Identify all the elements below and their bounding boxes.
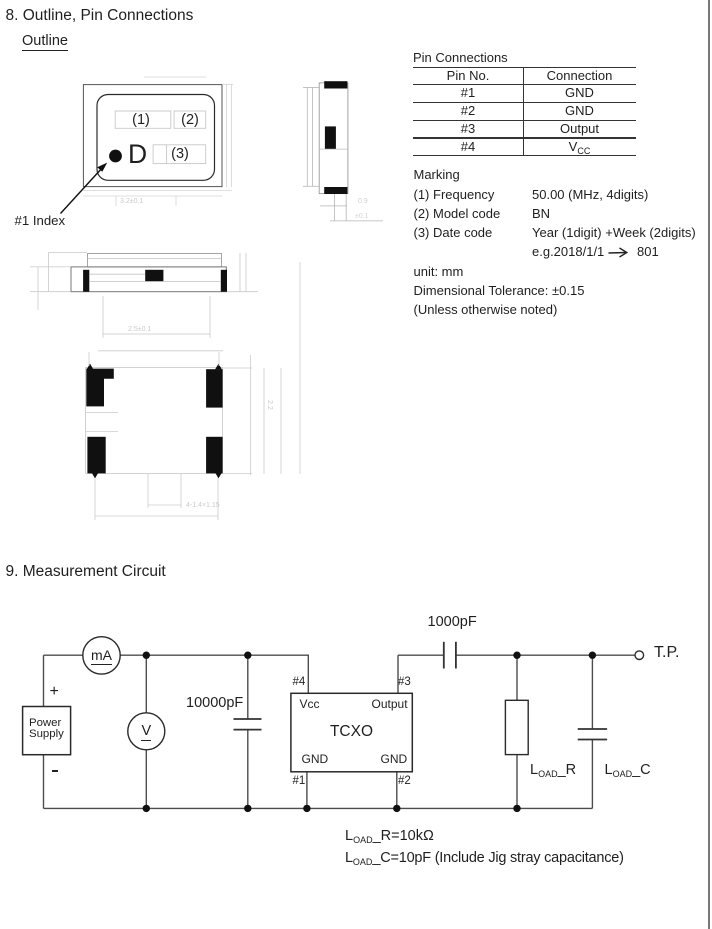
svg-text:±0.1: ±0.1	[355, 213, 369, 220]
svg-text:2.2: 2.2	[266, 400, 273, 410]
svg-text:4-1.4×1.15: 4-1.4×1.15	[186, 502, 220, 509]
svg-text:2.5±0.1: 2.5±0.1	[128, 326, 151, 333]
svg-text:3.2±0.1: 3.2±0.1	[120, 198, 143, 205]
svg-text:0.9: 0.9	[358, 198, 368, 205]
